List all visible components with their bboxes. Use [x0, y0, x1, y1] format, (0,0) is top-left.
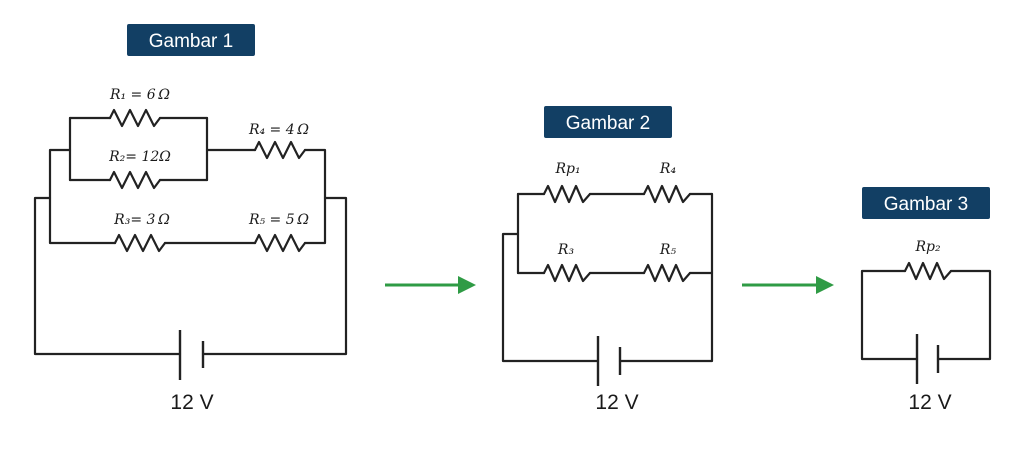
r2-label: R₂= 12Ω [108, 149, 171, 165]
r1-label: R₁ = 6 Ω [109, 87, 170, 103]
r1-resistor [108, 108, 162, 128]
r3-resistor [113, 233, 167, 253]
r3-resistor-g2 [542, 263, 592, 283]
gambar-3-title: Gambar 3 [884, 194, 968, 215]
gambar-3-voltage-label: 12 V [908, 391, 951, 414]
r5-label: R₅ = 5 Ω [248, 212, 309, 228]
gambar-2-outer-loop [501, 192, 714, 363]
rp1-resistor [542, 184, 592, 204]
gambar-2: Gambar 2 Rp₁ R₄ R₃ R₅ 12 V [501, 106, 714, 414]
gambar-1: Gambar 1 R₁ = 6 Ω R₂= 12Ω R₃= 3 Ω R₄ = 4… [33, 24, 348, 414]
gambar-1-title: Gambar 1 [149, 31, 233, 52]
gambar-3-battery [915, 334, 940, 384]
rp2-resistor [903, 261, 953, 281]
gambar-2-badge [544, 106, 672, 138]
r3-label-g2: R₃ [557, 242, 575, 258]
arrow-right-icon [742, 276, 834, 294]
r3-label: R₃= 3 Ω [113, 212, 170, 228]
r5-resistor [253, 233, 307, 253]
gambar-1-battery [178, 330, 205, 380]
gambar-1-voltage-label: 12 V [170, 391, 213, 414]
r5-label-g2: R₅ [659, 242, 677, 258]
gambar-2-voltage-label: 12 V [595, 391, 638, 414]
r4-label-g2: R₄ [659, 161, 677, 177]
gambar-3: Gambar 3 Rp₂ 12 V [860, 187, 992, 414]
gambar-3-badge [862, 187, 990, 219]
gambar-1-outer-loop [33, 196, 348, 356]
gambar-1-badge [127, 24, 255, 56]
r2-resistor [108, 170, 162, 190]
r5-resistor-g2 [642, 263, 692, 283]
gambar-2-battery [596, 336, 622, 386]
arrow-right-icon [385, 276, 476, 294]
r4-label: R₄ = 4 Ω [248, 122, 309, 138]
gambar-3-loop [860, 269, 992, 361]
r3-r5-branch-wire [48, 148, 257, 245]
r4-branch-wire [205, 148, 327, 245]
rp1-label: Rp₁ [554, 161, 580, 177]
rp2-label: Rp₂ [914, 239, 941, 255]
r4-resistor-g2 [642, 184, 692, 204]
r4-resistor [253, 140, 307, 160]
gambar-2-title: Gambar 2 [566, 113, 650, 134]
